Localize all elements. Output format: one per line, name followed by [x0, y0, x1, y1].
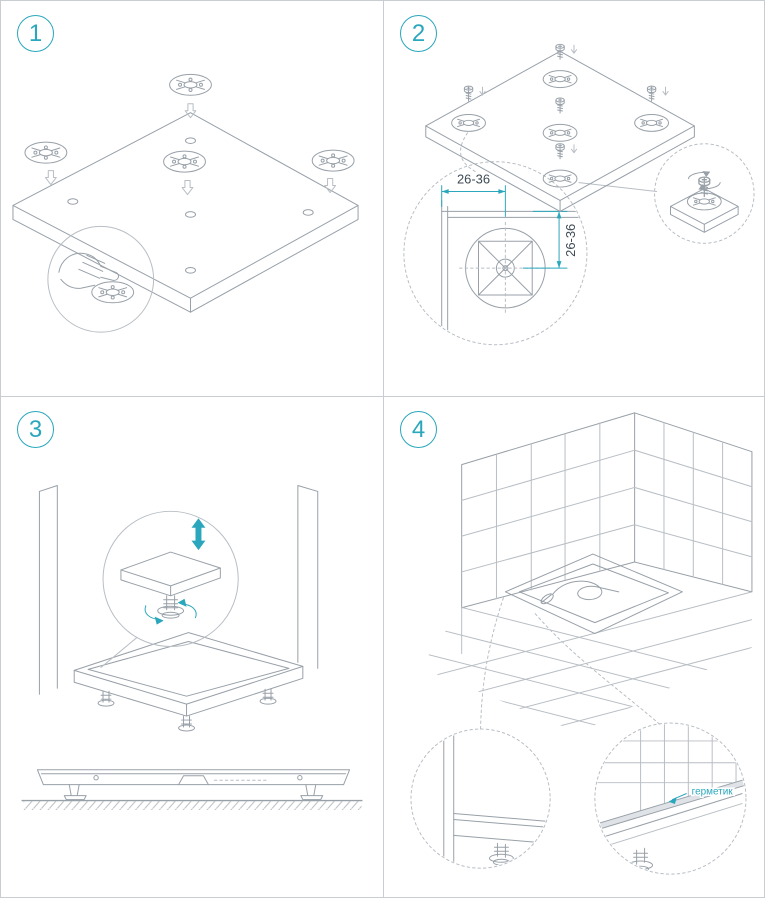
tray-with-feet: [425, 50, 695, 212]
installed-tray: [504, 553, 683, 635]
screw-detail-circle: [654, 143, 755, 244]
ground-hatching: [23, 801, 362, 811]
tray-bottom-panel: [12, 112, 359, 313]
leader-to-adjust-detail: [100, 637, 138, 668]
tiled-corner-walls: [461, 412, 753, 654]
step-1-badge: 1: [17, 15, 54, 52]
leader-to-foot-detail: [480, 597, 504, 730]
step-1-panel: 1: [1, 1, 384, 397]
hand-detail-circle: [47, 225, 155, 333]
screw-down-arrow-icons: [479, 44, 669, 154]
mounting-disc-feet: [24, 73, 355, 173]
leader-to-screw-detail: [578, 182, 658, 193]
shower-hose: [540, 580, 620, 605]
dimension-label-horizontal: 26-36: [457, 172, 490, 187]
tray-isometric: [73, 632, 304, 732]
step-4-panel: 4: [384, 397, 764, 897]
up-down-arrow-icon: [191, 518, 206, 551]
tiled-floor: [419, 591, 752, 733]
side-elevation-level-view: [21, 769, 363, 811]
step-3-illustration: [21, 484, 363, 811]
sealant-label: герметик: [692, 787, 734, 798]
dimension-detail-circle: 26-36 26-36: [403, 161, 588, 346]
dimension-vertical: 26-36: [522, 210, 578, 269]
dimension-label-vertical: 26-36: [563, 224, 578, 257]
step-4-number: 4: [411, 415, 426, 443]
shower-walls: [38, 484, 319, 695]
step-1-number: 1: [28, 19, 43, 47]
hand-placing-disc: [58, 252, 135, 304]
step-3-panel: 3: [1, 397, 384, 897]
step-2-illustration: 26-36 26-36: [403, 43, 755, 346]
down-arrow-icons: [44, 103, 337, 196]
step-3-number: 3: [28, 415, 43, 443]
step-2-panel: 2: [384, 1, 764, 397]
foot-detail-circle: [410, 728, 551, 869]
sealant-detail-circle: герметик: [594, 722, 747, 875]
adjustable-feet: [97, 688, 277, 732]
step-2-number: 2: [411, 19, 426, 47]
height-adjust-detail-circle: [102, 510, 239, 647]
step-4-badge: 4: [400, 411, 437, 448]
step-4-illustration: герметик: [410, 412, 753, 875]
step-1-illustration: [12, 73, 359, 333]
dimension-horizontal: 26-36: [441, 172, 506, 217]
leader-to-sealant-detail: [534, 613, 661, 726]
step-3-badge: 3: [17, 411, 54, 448]
sealant-bead: [595, 779, 744, 831]
step-2-badge: 2: [400, 15, 437, 52]
leader-to-dimension-detail: [460, 132, 479, 174]
